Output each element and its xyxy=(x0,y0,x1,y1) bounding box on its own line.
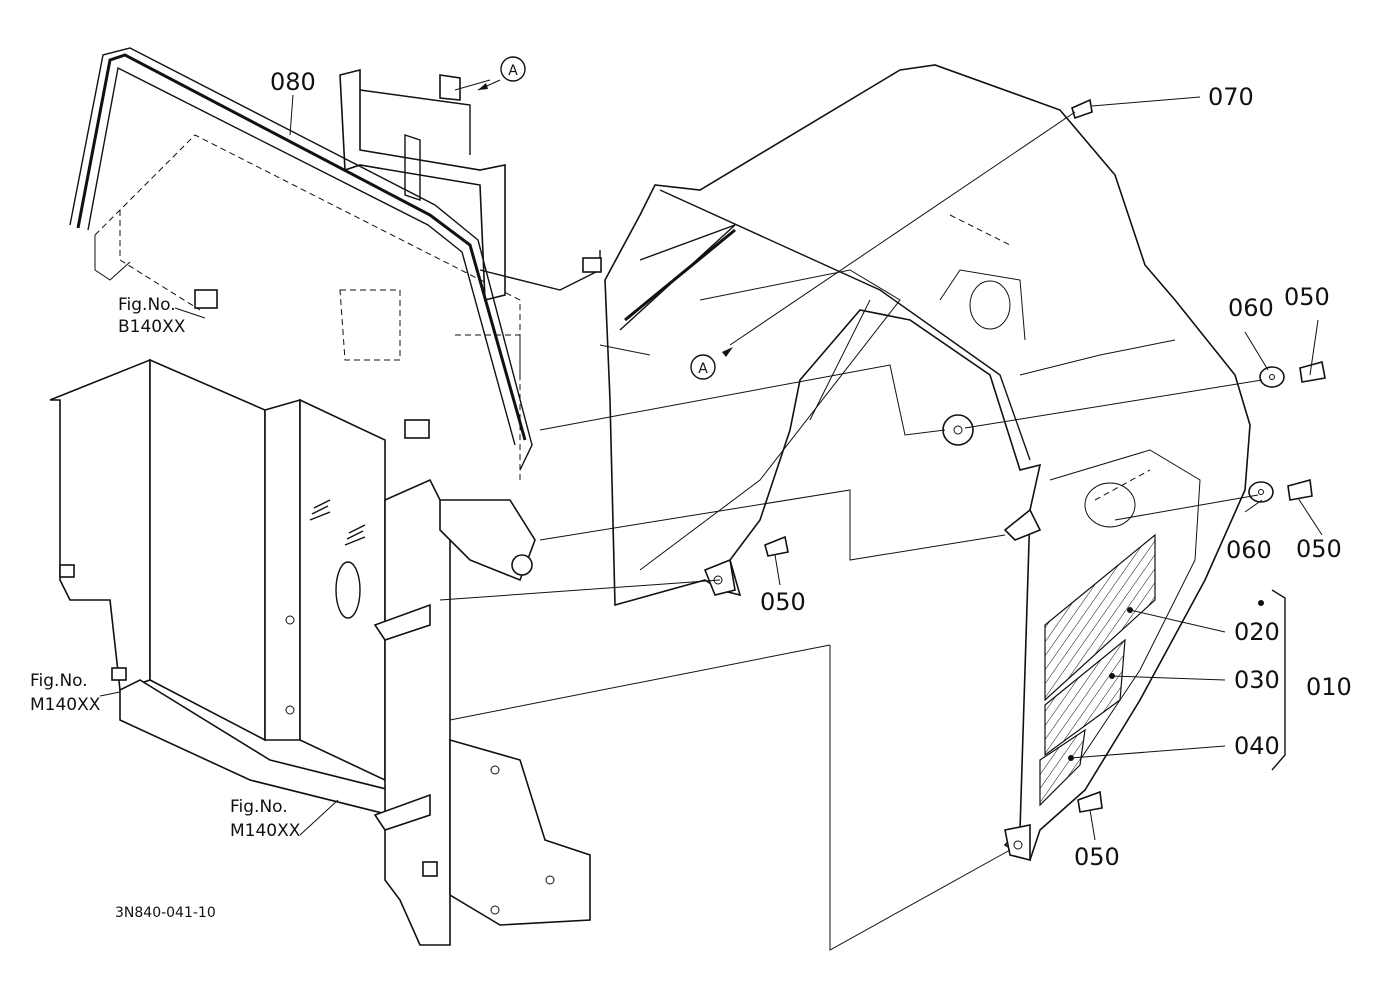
hood-010 xyxy=(604,64,1251,862)
label-070: 070 xyxy=(1208,83,1254,111)
leader-lines xyxy=(99,79,1323,951)
rear-panel-assembly xyxy=(49,134,591,946)
label-010: 010 xyxy=(1306,673,1352,701)
label-050-top: 050 xyxy=(1284,283,1330,311)
label-080: 080 xyxy=(270,68,316,96)
label-020: 020 xyxy=(1234,618,1280,646)
label-050-right: 050 xyxy=(1296,535,1342,563)
fasteners xyxy=(764,98,1326,813)
label-030: 030 xyxy=(1234,666,1280,694)
callout-marker-a-hood: A xyxy=(690,347,733,380)
label-040: 040 xyxy=(1234,732,1280,760)
decal-020 xyxy=(1044,533,1156,702)
drawing-id: 3N840-041-10 xyxy=(115,905,216,921)
callout-a-top-label: A xyxy=(508,63,518,79)
fig-reference-b140xx: Fig.No. B140XX xyxy=(118,295,186,337)
label-060-top: 060 xyxy=(1228,294,1274,322)
label-050-left: 050 xyxy=(760,588,806,616)
callout-a-hood-label: A xyxy=(698,361,708,377)
fig-b-caption: Fig.No. xyxy=(118,295,176,315)
fig-m-left-number: M140XX xyxy=(30,695,101,715)
decal-040 xyxy=(1039,728,1086,807)
fig-b-number: B140XX xyxy=(118,317,186,337)
part-labels: 080 070 060 050 060 050 050 020 030 010 … xyxy=(270,68,1352,871)
label-060-bottom: 060 xyxy=(1226,536,1272,564)
callout-marker-a-top: A xyxy=(477,56,526,91)
fig-m-left-caption: Fig.No. xyxy=(30,671,88,691)
fig-reference-m140xx-left: Fig.No. M140XX xyxy=(30,671,101,715)
label-050-bottom: 050 xyxy=(1074,843,1120,871)
fig-m-bottom-number: M140XX xyxy=(230,821,301,841)
fig-m-bottom-caption: Fig.No. xyxy=(230,797,288,817)
decal-030 xyxy=(1044,638,1126,757)
upper-bracket xyxy=(339,68,602,302)
reference-dot xyxy=(1258,600,1264,606)
fig-reference-m140xx-bottom: Fig.No. M140XX xyxy=(230,797,301,841)
seal-strip-080 xyxy=(69,47,533,471)
